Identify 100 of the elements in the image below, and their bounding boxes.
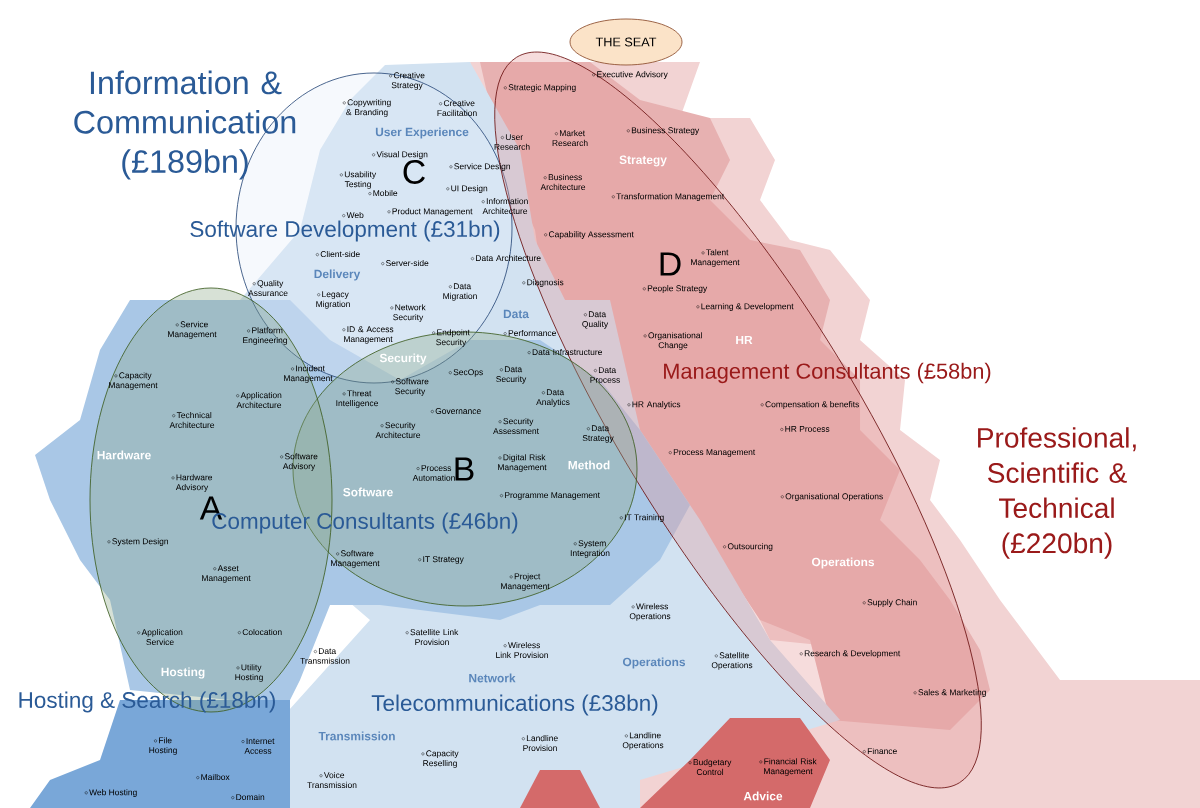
- list-item: Organisational Change: [643, 332, 702, 350]
- band-heading: Data: [503, 309, 530, 319]
- list-item: Talent Management: [691, 249, 740, 267]
- list-item: Asset Management: [202, 565, 251, 583]
- list-item: Colocation: [237, 628, 282, 636]
- list-item: Copywriting & Branding: [342, 99, 391, 117]
- list-item: Web Hosting: [84, 789, 137, 797]
- list-item: ID & Access Management: [342, 326, 394, 344]
- list-item: File Hosting: [149, 737, 177, 755]
- list-item: Creative Facilitation: [437, 99, 477, 116]
- list-item: Threat Intelligence: [336, 390, 378, 408]
- list-item: User Research: [494, 134, 530, 150]
- band-heading: Network: [469, 673, 516, 683]
- list-item: Wireless Operations: [629, 603, 671, 621]
- list-item: Sales & Marketing: [913, 689, 986, 697]
- band-heading: User Experience: [375, 127, 469, 139]
- list-item: UI Design: [446, 185, 488, 193]
- list-item: Server-side: [381, 259, 429, 267]
- band-heading: HR: [736, 335, 753, 345]
- list-item: Landline Operations: [622, 732, 664, 750]
- list-item: Mailbox: [196, 773, 230, 781]
- band-heading: Hosting: [161, 667, 205, 679]
- list-item: Outsourcing: [723, 543, 773, 551]
- list-item: Performance: [503, 329, 556, 337]
- list-item: Web: [342, 211, 364, 219]
- list-item: Client-side: [315, 250, 360, 258]
- sector-label: Information & Communication (£189bn): [74, 70, 296, 180]
- list-item: Data Quality: [582, 311, 609, 329]
- list-item: Mobile: [368, 189, 398, 197]
- list-item: Utility Hosting: [235, 664, 263, 682]
- list-item: SecOps: [448, 369, 483, 377]
- list-item: Incident Management: [284, 365, 333, 383]
- list-item: Hardware Advisory: [171, 474, 213, 492]
- list-item: Financial Risk Management: [759, 758, 817, 776]
- list-item: System Design: [107, 538, 168, 546]
- list-item: Executive Advisory: [592, 71, 668, 79]
- list-item: Business Architecture: [540, 173, 586, 190]
- list-item: HR Analytics: [627, 401, 681, 409]
- band-heading: Security: [379, 353, 427, 365]
- list-item: Security Assessment: [493, 417, 539, 434]
- list-item: System Integration: [570, 540, 610, 558]
- list-item: Diagnosis: [522, 279, 564, 287]
- list-item: Voice Transmission: [307, 771, 357, 788]
- list-item: Application Architecture: [236, 391, 282, 408]
- list-item: Data Security: [496, 366, 527, 384]
- list-item: Capacity Management: [109, 372, 158, 390]
- list-item: Project Management: [501, 573, 550, 591]
- list-item: Transformation Management: [611, 193, 725, 201]
- list-item: Data Migration: [443, 283, 477, 301]
- list-item: Governance: [430, 408, 481, 414]
- list-item: Process Management: [668, 449, 756, 457]
- list-item: Capacity Reselling: [421, 750, 459, 768]
- list-item: IT Training: [619, 514, 664, 522]
- list-item: Strategic Mapping: [503, 84, 576, 92]
- list-item: Data Analytics: [536, 389, 570, 407]
- band-heading: Strategy: [619, 155, 667, 167]
- band-heading: Operations: [622, 657, 686, 669]
- band-heading: Method: [568, 460, 610, 470]
- list-item: Data Process: [590, 367, 620, 383]
- list-item: Landline Provision: [521, 734, 558, 751]
- list-item: Supply Chain: [862, 599, 917, 607]
- list-item: Finance: [862, 747, 897, 755]
- sector-label: Telecommunications (£38bn): [371, 694, 658, 716]
- list-item: Software Security: [391, 378, 429, 396]
- list-item: Digital Risk Management: [498, 454, 547, 472]
- list-item: Internet Access: [241, 738, 275, 754]
- sector-label: Professional, Scientific & Technical (£220bn): [978, 427, 1136, 559]
- list-item: Security Architecture: [375, 421, 421, 438]
- list-item: Research & Development: [799, 650, 901, 658]
- list-item: Data Strategy: [582, 425, 614, 443]
- band-heading: Operations: [811, 557, 875, 569]
- band-heading: Hardware: [97, 450, 151, 460]
- list-item: Information Architecture: [481, 197, 528, 214]
- list-item: Programme Management: [500, 492, 600, 500]
- list-item: Software Advisory: [280, 453, 318, 471]
- list-item: Business Strategy: [626, 127, 700, 135]
- list-item: Learning & Development: [696, 303, 794, 311]
- list-item: Satellite Operations: [711, 652, 753, 670]
- list-item: Capability Assessment: [544, 231, 634, 239]
- list-item: Market Research: [552, 129, 588, 146]
- list-item: Data Infrastructure: [527, 348, 602, 356]
- list-item: Quality Assurance: [248, 279, 288, 296]
- list-item: Legacy Migration: [316, 291, 350, 309]
- list-item: Compensation & benefits: [760, 401, 859, 409]
- list-item: Service Management: [168, 321, 217, 339]
- band-heading: Software: [343, 487, 393, 497]
- sector-label: Software Development (£31bn): [190, 220, 500, 242]
- list-item: Application Service: [137, 628, 183, 645]
- list-item: Domain: [231, 793, 265, 801]
- list-item: HR Process: [780, 426, 830, 432]
- list-item: Data Transmission: [300, 648, 350, 664]
- list-item: Software Management: [331, 550, 380, 568]
- list-item: Visual Design: [372, 151, 428, 159]
- list-item: IT Strategy: [418, 556, 464, 564]
- list-item: Process Automation: [412, 465, 455, 481]
- list-item: Creative Strategy: [389, 72, 425, 90]
- list-item: Usability Testing: [339, 171, 377, 189]
- list-item: People Strategy: [642, 285, 708, 293]
- list-item: Satellite Link Provision: [405, 628, 459, 645]
- list-item: Technical Architecture: [169, 411, 215, 428]
